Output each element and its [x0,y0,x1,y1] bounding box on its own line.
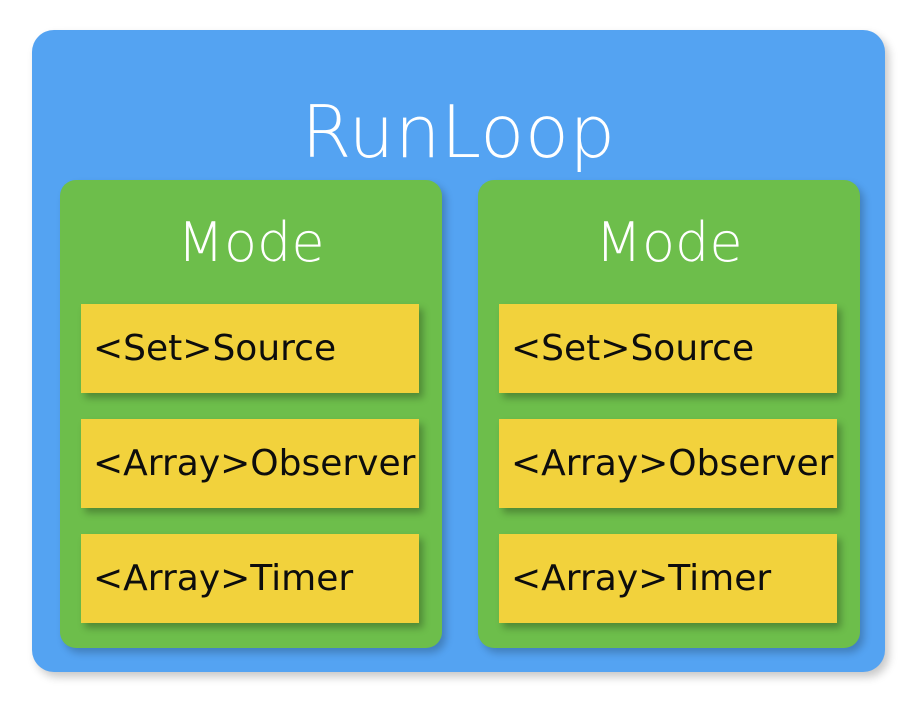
mode-item-label: <Set>Source [511,327,755,369]
runloop-container: RunLoop Mode <Set>Source <Array>Observer… [32,30,885,672]
mode-item-label: <Array>Timer [93,557,354,599]
runloop-title: RunLoop [301,90,616,174]
mode-title-1: Mode [177,211,325,274]
mode-item-label: <Array>Observer [93,442,416,484]
mode-item-list-1: <Set>Source <Array>Observer <Array>Timer [81,304,419,623]
mode-item-label: <Array>Timer [511,557,772,599]
mode-columns: Mode <Set>Source <Array>Observer <Array>… [60,180,860,648]
mode-item-observer-1: <Array>Observer [81,419,419,508]
mode-container-2: Mode <Set>Source <Array>Observer <Array>… [478,180,860,648]
mode-item-source-2: <Set>Source [499,304,837,393]
mode-item-label: <Set>Source [93,327,337,369]
mode-item-list-2: <Set>Source <Array>Observer <Array>Timer [499,304,837,623]
mode-item-timer-1: <Array>Timer [81,534,419,623]
mode-item-timer-2: <Array>Timer [499,534,837,623]
mode-item-source-1: <Set>Source [81,304,419,393]
mode-item-observer-2: <Array>Observer [499,419,837,508]
mode-container-1: Mode <Set>Source <Array>Observer <Array>… [60,180,442,648]
mode-item-label: <Array>Observer [511,442,834,484]
mode-title-2: Mode [595,211,743,274]
